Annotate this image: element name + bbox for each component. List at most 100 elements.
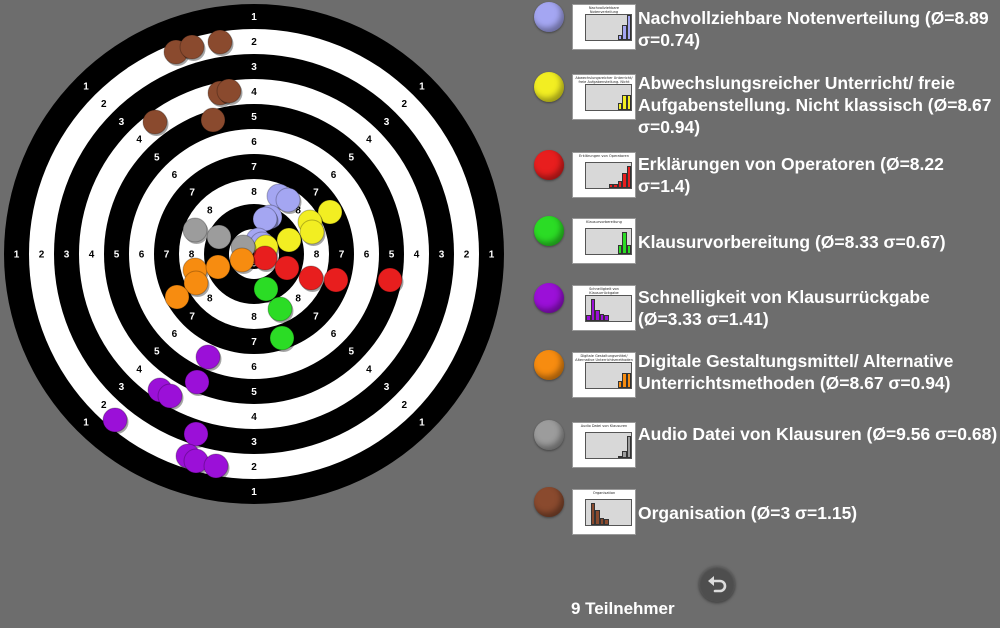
rating-marker (229, 247, 255, 273)
ring-label: 6 (331, 170, 337, 181)
ring-label: 1 (83, 417, 89, 428)
ring-label: 2 (101, 99, 107, 110)
rating-marker (275, 187, 301, 213)
ring-label: 2 (401, 400, 407, 411)
thumbnail-bar (586, 314, 591, 321)
ring-label: 4 (136, 364, 142, 375)
ring-label: 4 (366, 135, 372, 146)
thumbnail-bar (622, 95, 627, 110)
thumbnail-bar (622, 173, 627, 188)
legend-label: Erklärungen von Operatoren (Ø=8.22 σ=1.4… (638, 154, 944, 196)
participants-count: 9 Teilnehmer (571, 599, 675, 618)
histogram-thumbnail[interactable]: Erklärungen von Operatoren (572, 152, 636, 198)
thumbnail-title: Erklärungen von Operatoren (579, 154, 629, 158)
ring-label: 1 (251, 487, 257, 498)
histogram-thumbnail[interactable]: Nachvollziehbare Notenverteilung (572, 4, 636, 50)
ring-label: 4 (251, 412, 257, 423)
thumbnail-bar (626, 165, 631, 188)
thumbnail-bar (626, 245, 631, 254)
thumbnail-bar (595, 309, 600, 321)
thumbnail-bar (604, 518, 609, 525)
legend-color-dot (534, 216, 564, 246)
rating-marker (179, 34, 205, 60)
rating-marker (205, 254, 231, 280)
rating-marker (102, 407, 128, 433)
thumbnail-bar (595, 510, 600, 525)
thumbnail-bar (622, 231, 627, 254)
ring-label: 4 (89, 250, 95, 261)
rating-marker (183, 421, 209, 447)
thumbnail-plot (585, 295, 632, 322)
rating-marker (274, 255, 300, 281)
ring-label: 6 (364, 250, 370, 261)
rating-marker (216, 78, 242, 104)
legend-label: Audio Datei von Klausuren (Ø=9.56 σ=0.68… (638, 424, 998, 444)
ring-label: 6 (172, 329, 178, 340)
ring-label: 8 (207, 294, 213, 305)
histogram-thumbnail[interactable]: Digitale Gestaltungsmittel/ Alternative … (572, 352, 636, 398)
ring-label: 4 (414, 250, 420, 261)
ring-label: 6 (251, 362, 257, 373)
ring-label: 6 (331, 329, 337, 340)
legend-label: Digitale Gestaltungsmittel/ Alternative … (638, 351, 954, 393)
ring-label: 3 (384, 117, 390, 128)
ring-label: 8 (207, 205, 213, 216)
thumbnail-bar (617, 245, 622, 254)
ring-label: 8 (189, 250, 195, 261)
thumbnail-title: Schnelligkeit von Klausurrückgabe (589, 287, 619, 295)
legend-color-dot (534, 72, 564, 102)
ring-label: 3 (439, 250, 445, 261)
ring-label: 3 (251, 62, 257, 73)
rating-marker (207, 29, 233, 55)
thumbnail-bar (617, 102, 622, 110)
thumbnail-bar (617, 455, 622, 458)
ring-label: 2 (401, 99, 407, 110)
thumbnail-plot (585, 499, 632, 526)
thumbnail-bar (622, 450, 627, 458)
ring-label: 1 (83, 82, 89, 93)
rating-marker (276, 227, 302, 253)
histogram-thumbnail[interactable]: Audio Datei von Klausuren (572, 422, 636, 468)
ring-label: 2 (101, 400, 107, 411)
rating-marker (323, 267, 349, 293)
rating-marker (142, 109, 168, 135)
thumbnail-bar (599, 313, 604, 321)
ring-label: 8 (251, 312, 257, 323)
ring-label: 5 (389, 250, 395, 261)
ring-label: 5 (114, 250, 120, 261)
thumbnail-bar (626, 15, 631, 40)
thumbnail-plot (585, 362, 632, 389)
thumbnail-bar (626, 95, 631, 110)
ring-label: 6 (251, 137, 257, 148)
thumbnail-plot (585, 14, 632, 41)
ring-label: 7 (164, 250, 170, 261)
thumbnail-bar (590, 502, 595, 525)
thumbnail-plot (585, 432, 632, 459)
undo-arrow-icon (708, 576, 727, 593)
ring-label: 8 (314, 250, 320, 261)
thumbnail-title: Abwechslungsreicher Unterricht/ freie Au… (575, 76, 633, 84)
ring-label: 3 (64, 250, 70, 261)
ring-label: 6 (172, 170, 178, 181)
rating-marker (377, 267, 403, 293)
thumbnail-bar (617, 380, 622, 388)
histogram-thumbnail[interactable]: Organisation (572, 489, 636, 535)
thumbnail-title: Klausurvorbereitung (586, 220, 622, 224)
histogram-thumbnail[interactable]: Schnelligkeit von Klausurrückgabe (572, 285, 636, 331)
rating-marker (267, 296, 293, 322)
histogram-thumbnail[interactable]: Abwechslungsreicher Unterricht/ freie Au… (572, 74, 636, 120)
thumbnail-bar (613, 184, 618, 188)
rating-marker (317, 199, 343, 225)
thumbnail-title: Organisation (592, 491, 616, 495)
ring-label: 3 (384, 382, 390, 393)
rating-marker (252, 245, 278, 271)
histogram-thumbnail[interactable]: Klausurvorbereitung (572, 218, 636, 264)
ring-label: 9 (251, 259, 257, 270)
rating-marker (200, 107, 226, 133)
back-button[interactable] (699, 566, 735, 602)
